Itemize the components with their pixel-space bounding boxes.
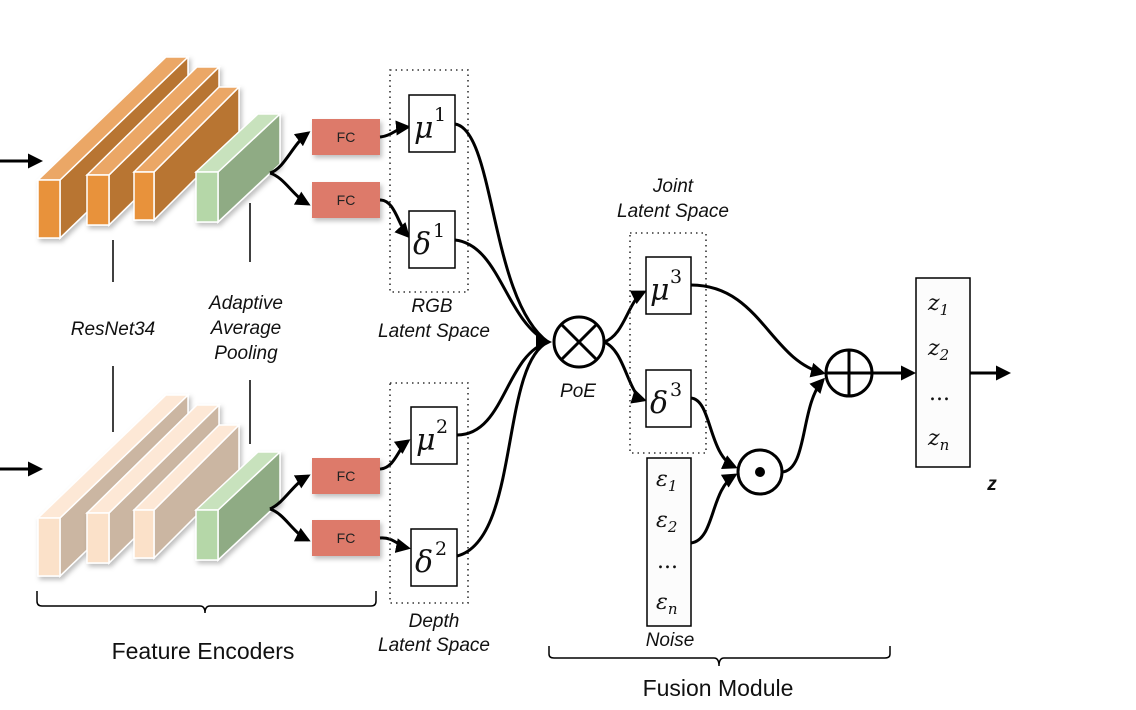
svg-text:μ: μ — [414, 111, 434, 146]
svg-text:δ: δ — [413, 227, 431, 262]
mu1-node: μ 1 — [408, 94, 456, 153]
mu1-to-poe-wire — [454, 122, 549, 344]
delta3-to-hadamard-arrow — [690, 396, 738, 469]
svg-text:μ: μ — [416, 423, 436, 458]
fusion-module-brace — [548, 646, 891, 667]
svg-text:2: 2 — [436, 416, 448, 438]
svg-text:δ: δ — [415, 545, 433, 580]
fc-to-delta1-arrow — [379, 198, 411, 239]
rgb-encoder — [36, 55, 282, 240]
hadamard-to-sum-arrow — [781, 377, 826, 474]
depth-latent-space-box — [389, 382, 469, 604]
fusion-module-label: Fusion Module — [643, 675, 794, 701]
noise-item: ... — [657, 549, 678, 574]
rgb-latent-title-2: Latent Space — [378, 321, 490, 342]
fc-to-delta2-arrow — [379, 536, 411, 553]
poe-otimes-icon — [552, 315, 606, 369]
svg-text:1: 1 — [433, 220, 445, 242]
hadamard-odot-icon — [736, 448, 784, 496]
svg-text:2: 2 — [435, 538, 447, 560]
pooling-block — [194, 112, 282, 224]
feature-encoders-brace — [36, 591, 377, 614]
svg-text:FC: FC — [337, 192, 356, 208]
mu3-node: μ 3 — [645, 256, 692, 315]
mu3-to-sum-arrow — [690, 283, 826, 378]
depth-split-arrow-delta — [269, 507, 311, 542]
rgb-split-arrow-delta — [269, 171, 311, 206]
fc-rgb-delta: FC — [312, 182, 380, 218]
rgb-split-arrow-mu — [269, 131, 311, 175]
delta2-to-poe-wire — [456, 340, 549, 558]
svg-text:FC: FC — [337, 129, 356, 145]
poe-input-arrowhead — [536, 334, 552, 350]
delta2-node: δ 2 — [410, 528, 458, 587]
fc-depth-delta: FC — [312, 520, 380, 556]
fc-rgb-mu: FC — [312, 119, 380, 155]
svg-text:δ: δ — [650, 386, 668, 421]
pooling-label-3: Pooling — [214, 343, 278, 364]
poe-to-delta3-arrow — [603, 340, 647, 404]
delta1-node: δ 1 — [408, 210, 456, 269]
pooling-label-1: Adaptive — [208, 293, 283, 314]
svg-text:3: 3 — [670, 266, 682, 288]
delta3-node: δ 3 — [645, 369, 692, 428]
pooling-block — [194, 450, 282, 562]
svg-text:FC: FC — [337, 468, 356, 484]
depth-split-arrow-mu — [269, 474, 311, 511]
z-label: z — [986, 474, 997, 495]
resnet-label: ResNet34 — [71, 319, 156, 340]
z-item: ... — [929, 381, 950, 406]
noise-label: Noise — [646, 630, 695, 651]
svg-text:1: 1 — [434, 104, 446, 126]
rgb-latent-space-box — [389, 69, 469, 293]
sum-oplus-icon — [824, 348, 874, 398]
poe-to-mu3-arrow — [603, 290, 647, 344]
pooling-label-2: Average — [210, 318, 281, 339]
svg-text:FC: FC — [337, 530, 356, 546]
noise-to-hadamard-arrow — [690, 473, 738, 545]
feature-encoders-label: Feature Encoders — [112, 638, 295, 664]
fc-depth-mu: FC — [312, 458, 380, 494]
depth-latent-title-2: Latent Space — [378, 635, 490, 656]
mu2-node: μ 2 — [410, 406, 458, 465]
depth-encoder — [36, 393, 282, 578]
mu2-to-poe-wire — [456, 340, 549, 437]
joint-latent-title-2: Latent Space — [617, 201, 729, 222]
conv-block-3 — [132, 423, 241, 560]
svg-text:μ: μ — [650, 273, 670, 308]
fc-to-mu1-arrow — [379, 120, 411, 139]
rgb-latent-title-1: RGB — [411, 296, 453, 317]
depth-latent-title-1: Depth — [409, 611, 460, 632]
poe-label: PoE — [560, 381, 596, 402]
svg-text:3: 3 — [670, 379, 682, 401]
joint-latent-title-1: Joint — [652, 176, 694, 197]
fc-to-mu2-arrow — [379, 439, 411, 471]
delta1-to-poe-wire — [454, 238, 549, 344]
